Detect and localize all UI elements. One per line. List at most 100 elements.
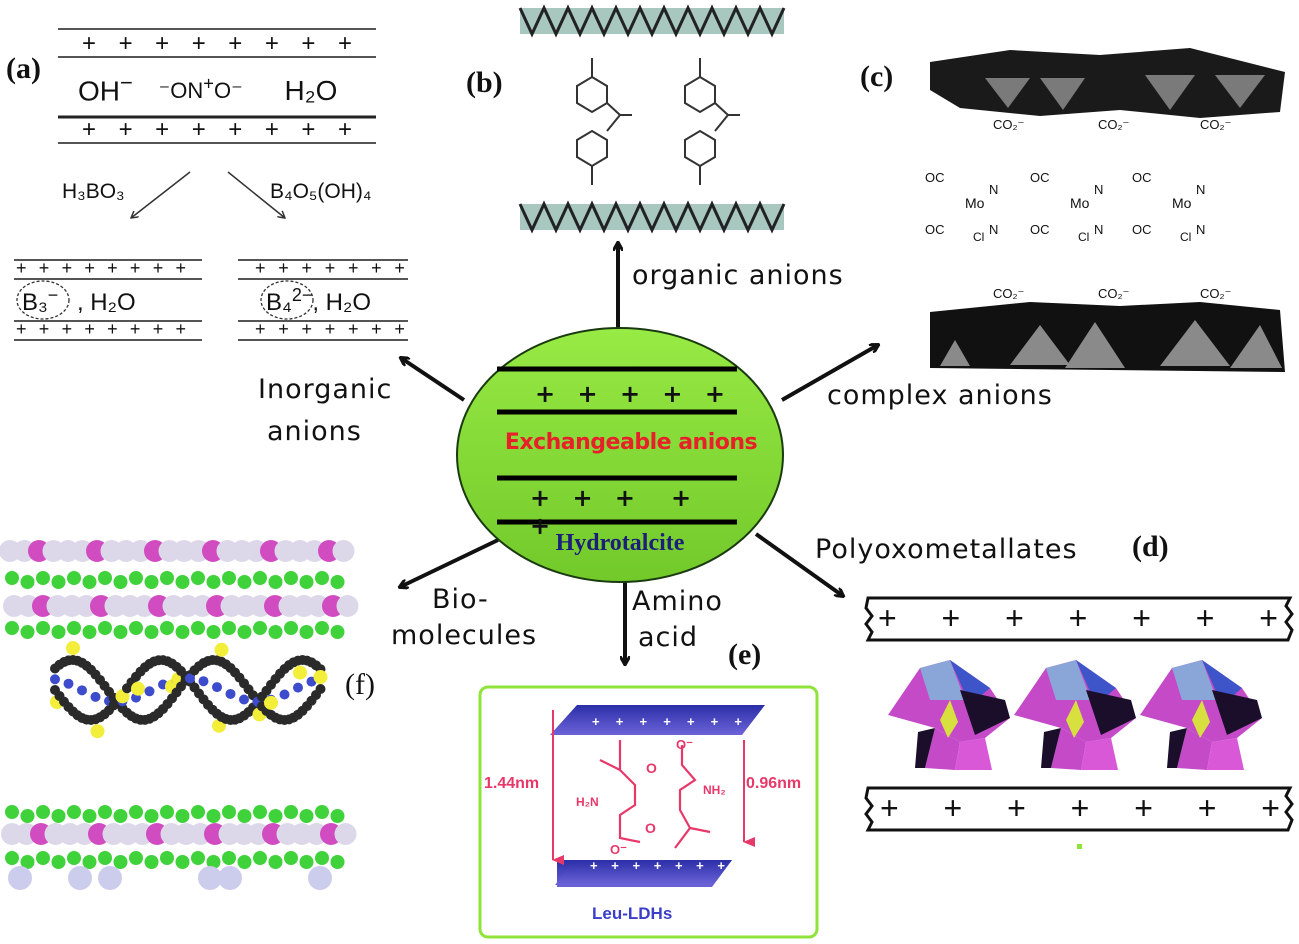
chloride: Cl: [1078, 230, 1090, 244]
oxygen-atom: [113, 809, 128, 823]
oxygen-atom: [144, 809, 159, 823]
nitrogen-bottom: N: [1094, 222, 1104, 237]
oxygen-atom: [299, 855, 314, 869]
carboxylate-top: CO₂⁻: [1200, 117, 1232, 132]
oxygen-atom: [237, 809, 252, 823]
center-bottom-plus-row: + + ++ +: [530, 484, 692, 540]
oxygen-atom: [268, 625, 283, 639]
hydrotalcite-label: Hydrotalcite: [555, 530, 685, 556]
oxygen-atom: [284, 621, 298, 635]
oxygen-right: O: [646, 760, 657, 776]
oxygen-atom: [20, 625, 35, 639]
oxygen-atom: [160, 621, 174, 635]
oxygen-atom: [284, 805, 298, 819]
backbone-atom: [315, 683, 326, 694]
oxygen-atom: [191, 621, 205, 635]
oxygen-atom: [5, 851, 19, 865]
oxygen-atom: [98, 571, 112, 585]
panel-a-species: OH− ⁻ON+O⁻ H₂O: [78, 70, 338, 107]
slab-top-plus-row: +++++++: [592, 714, 742, 729]
branch-label-organic: organic anions: [632, 260, 844, 291]
interlayer-atom: [8, 866, 32, 890]
panel-a-top-plus-row: ++++++++: [82, 30, 352, 57]
branch-label-polyoxometallates: Polyoxometallates: [815, 534, 1078, 565]
oxygen-atom: [36, 851, 50, 865]
branch-label-amino-2: acid: [638, 622, 699, 653]
amine-left: H₂N: [576, 795, 599, 809]
product-right-plus-bottom: +++++++: [255, 319, 405, 339]
oxygen-atom: [330, 809, 345, 823]
oxygen-atom: [129, 571, 143, 585]
panel-label-d: (d): [1132, 530, 1169, 563]
product-left-plus-bottom: ++++++++: [16, 319, 186, 339]
oxygen-atom: [315, 571, 329, 585]
oxygen-atom: [206, 625, 221, 639]
oxygen-atom: [299, 575, 314, 589]
branch-label-bio-2: molecules: [391, 620, 538, 651]
oxygen-atom: [98, 621, 112, 635]
base-atom: [50, 674, 60, 685]
metal-atom: [334, 823, 357, 845]
oxygen-atom: [5, 621, 19, 635]
branch-label-inorganic-2: anions: [267, 416, 362, 447]
oxygen-atom: [160, 571, 174, 585]
oxide-right: O⁻: [676, 737, 693, 752]
oxygen-atom: [67, 621, 81, 635]
oxygen-atom: [51, 809, 66, 823]
molybdenum-center: Mo: [965, 195, 985, 211]
oxygen-atom: [82, 809, 97, 823]
branch-label-bio-1: Bio-: [432, 584, 489, 615]
oxygen-atom: [51, 575, 66, 589]
nitrogen-top: N: [1094, 182, 1104, 197]
oxygen-atom: [222, 805, 236, 819]
oxygen-atom: [144, 855, 159, 869]
nitrogen-bottom: N: [1196, 222, 1206, 237]
dimension-right: 0.96nm: [746, 775, 802, 792]
oxygen-atom: [315, 621, 329, 635]
amine-right: NH₂: [703, 783, 726, 797]
base-atom: [144, 686, 155, 697]
oxygen-atom: [237, 575, 252, 589]
panel-a-bottom-plus-row: ++++++++: [82, 116, 352, 143]
chloride: Cl: [1180, 230, 1192, 244]
phosphate-atom: [66, 641, 80, 656]
oxygen-atom: [113, 575, 128, 589]
oxygen-atom: [299, 625, 314, 639]
panel-label-b: (b): [466, 66, 503, 99]
carbonyl-top: OC: [925, 170, 945, 185]
arrow-complex: [781, 345, 878, 402]
base-atom: [198, 676, 209, 687]
product-left-species: B₃− , H₂O: [22, 285, 136, 316]
oxygen-atom: [67, 571, 81, 585]
oxygen-atom: [330, 855, 345, 869]
panel-e-structure: [478, 685, 819, 939]
carboxylate-bottom: CO₂⁻: [1098, 286, 1130, 301]
oxygen-atom: [82, 855, 97, 869]
center-top-plus-row: +++++: [535, 380, 725, 408]
oxygen-atom: [82, 575, 97, 589]
oxygen-atom: [82, 625, 97, 639]
arrow-inorganic: [401, 358, 466, 402]
leu-ldhs-title: Leu-LDHs: [592, 904, 673, 923]
exchangeable-anions-label: Exchangeable anions: [504, 430, 758, 455]
panel-b-structure: [518, 4, 786, 234]
metal-atom: [336, 595, 359, 617]
product-right-species: B₄2−, H₂O: [266, 285, 371, 316]
interlayer-atom: [198, 866, 222, 890]
panel-d-marker-dot: [1077, 844, 1082, 849]
oxygen-atom: [284, 851, 298, 865]
oxygen-atom: [175, 809, 190, 823]
product-right-plus-top: +++++++: [255, 258, 405, 278]
panel-label-a: (a): [6, 52, 41, 85]
oxygen-atom: [222, 851, 236, 865]
base-atom: [77, 685, 87, 696]
oxygen-atom: [315, 851, 329, 865]
carbonyl-bottom: OC: [925, 222, 945, 237]
oxygen-atom: [206, 809, 221, 823]
oxygen-atom: [175, 855, 190, 869]
reagent-h3bo3: H₃BO₃: [62, 180, 125, 203]
oxygen-atom: [160, 805, 174, 819]
branch-label-inorganic-1: Inorganic: [258, 374, 393, 405]
metal-atom: [332, 540, 355, 562]
